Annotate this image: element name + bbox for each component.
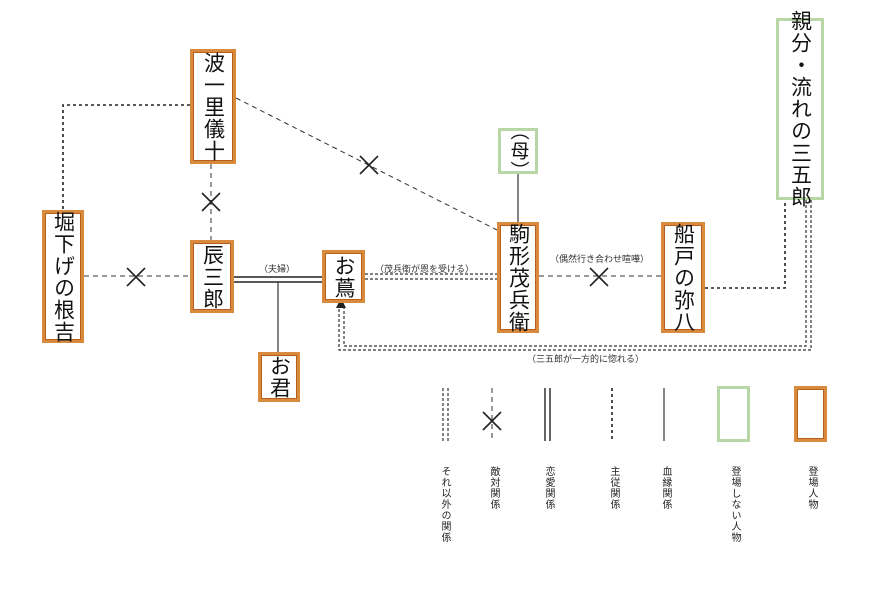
line-sangoro-otsuta [343, 200, 807, 347]
enemy-mark-4 [589, 267, 609, 287]
relation-label-sangoro: （三五郎が一方的に惚れる） [527, 355, 645, 365]
enemy-mark-1 [201, 192, 221, 212]
person-box-okimi: お君 [258, 352, 300, 402]
person-box-hamichi: 波一里儀十 [190, 49, 236, 164]
person-name: お蔦 [332, 254, 356, 299]
person-name: 親分・流れの三五郎 [788, 10, 813, 208]
person-name: 堀下げの根吉 [51, 210, 76, 343]
legend-label-appear: 登場人物 [806, 466, 817, 510]
person-box-yahachi: 船戸の弥八 [661, 222, 705, 333]
legend-label-love: 恋愛関係 [543, 466, 554, 510]
person-name: お君 [267, 355, 292, 399]
person-name: 辰三郎 [200, 243, 225, 310]
line-sangoro-otsuta-2 [338, 200, 812, 351]
person-name: 波一里儀十 [201, 51, 226, 162]
person-box-haha: （母） [498, 121, 538, 181]
relation-label-mohei-on: （茂兵衛が恩を受ける） [375, 265, 475, 275]
legend-label-blood: 血縁関係 [660, 466, 671, 510]
legend-box-not-appear [717, 386, 750, 442]
enemy-mark-2 [359, 155, 379, 175]
line-hamichi-horishita [62, 104, 190, 212]
legend-label-master: 主従関係 [608, 466, 619, 510]
person-box-horishita: 堀下げの根吉 [42, 210, 84, 343]
person-name: 駒形茂兵衛 [506, 222, 531, 333]
legend-enemy-mark [482, 411, 502, 431]
arrow-head [336, 298, 346, 308]
relation-label-fuufu: （夫婦） [259, 265, 296, 275]
person-box-tatsusaburo: 辰三郎 [190, 240, 234, 313]
line-yahachi-sangoro [705, 200, 786, 289]
person-name: （母） [507, 121, 530, 181]
legend-label-enemy: 敵対関係 [488, 466, 499, 510]
relation-label-guuzen: （偶然行き合わせ喧嘩） [550, 255, 650, 265]
person-name: 船戸の弥八 [671, 222, 696, 333]
enemy-mark-3 [126, 267, 146, 287]
line-hamichi-mohei [235, 97, 498, 231]
legend-label-other: それ以外の関係 [439, 466, 450, 543]
person-box-mohei: 駒形茂兵衛 [497, 222, 539, 333]
person-box-sangoro: 親分・流れの三五郎 [776, 10, 824, 208]
person-box-otsuta: お蔦 [322, 250, 365, 303]
legend-box-appear [794, 386, 827, 442]
legend-label-not-appear: 登場しない人物 [729, 466, 740, 543]
